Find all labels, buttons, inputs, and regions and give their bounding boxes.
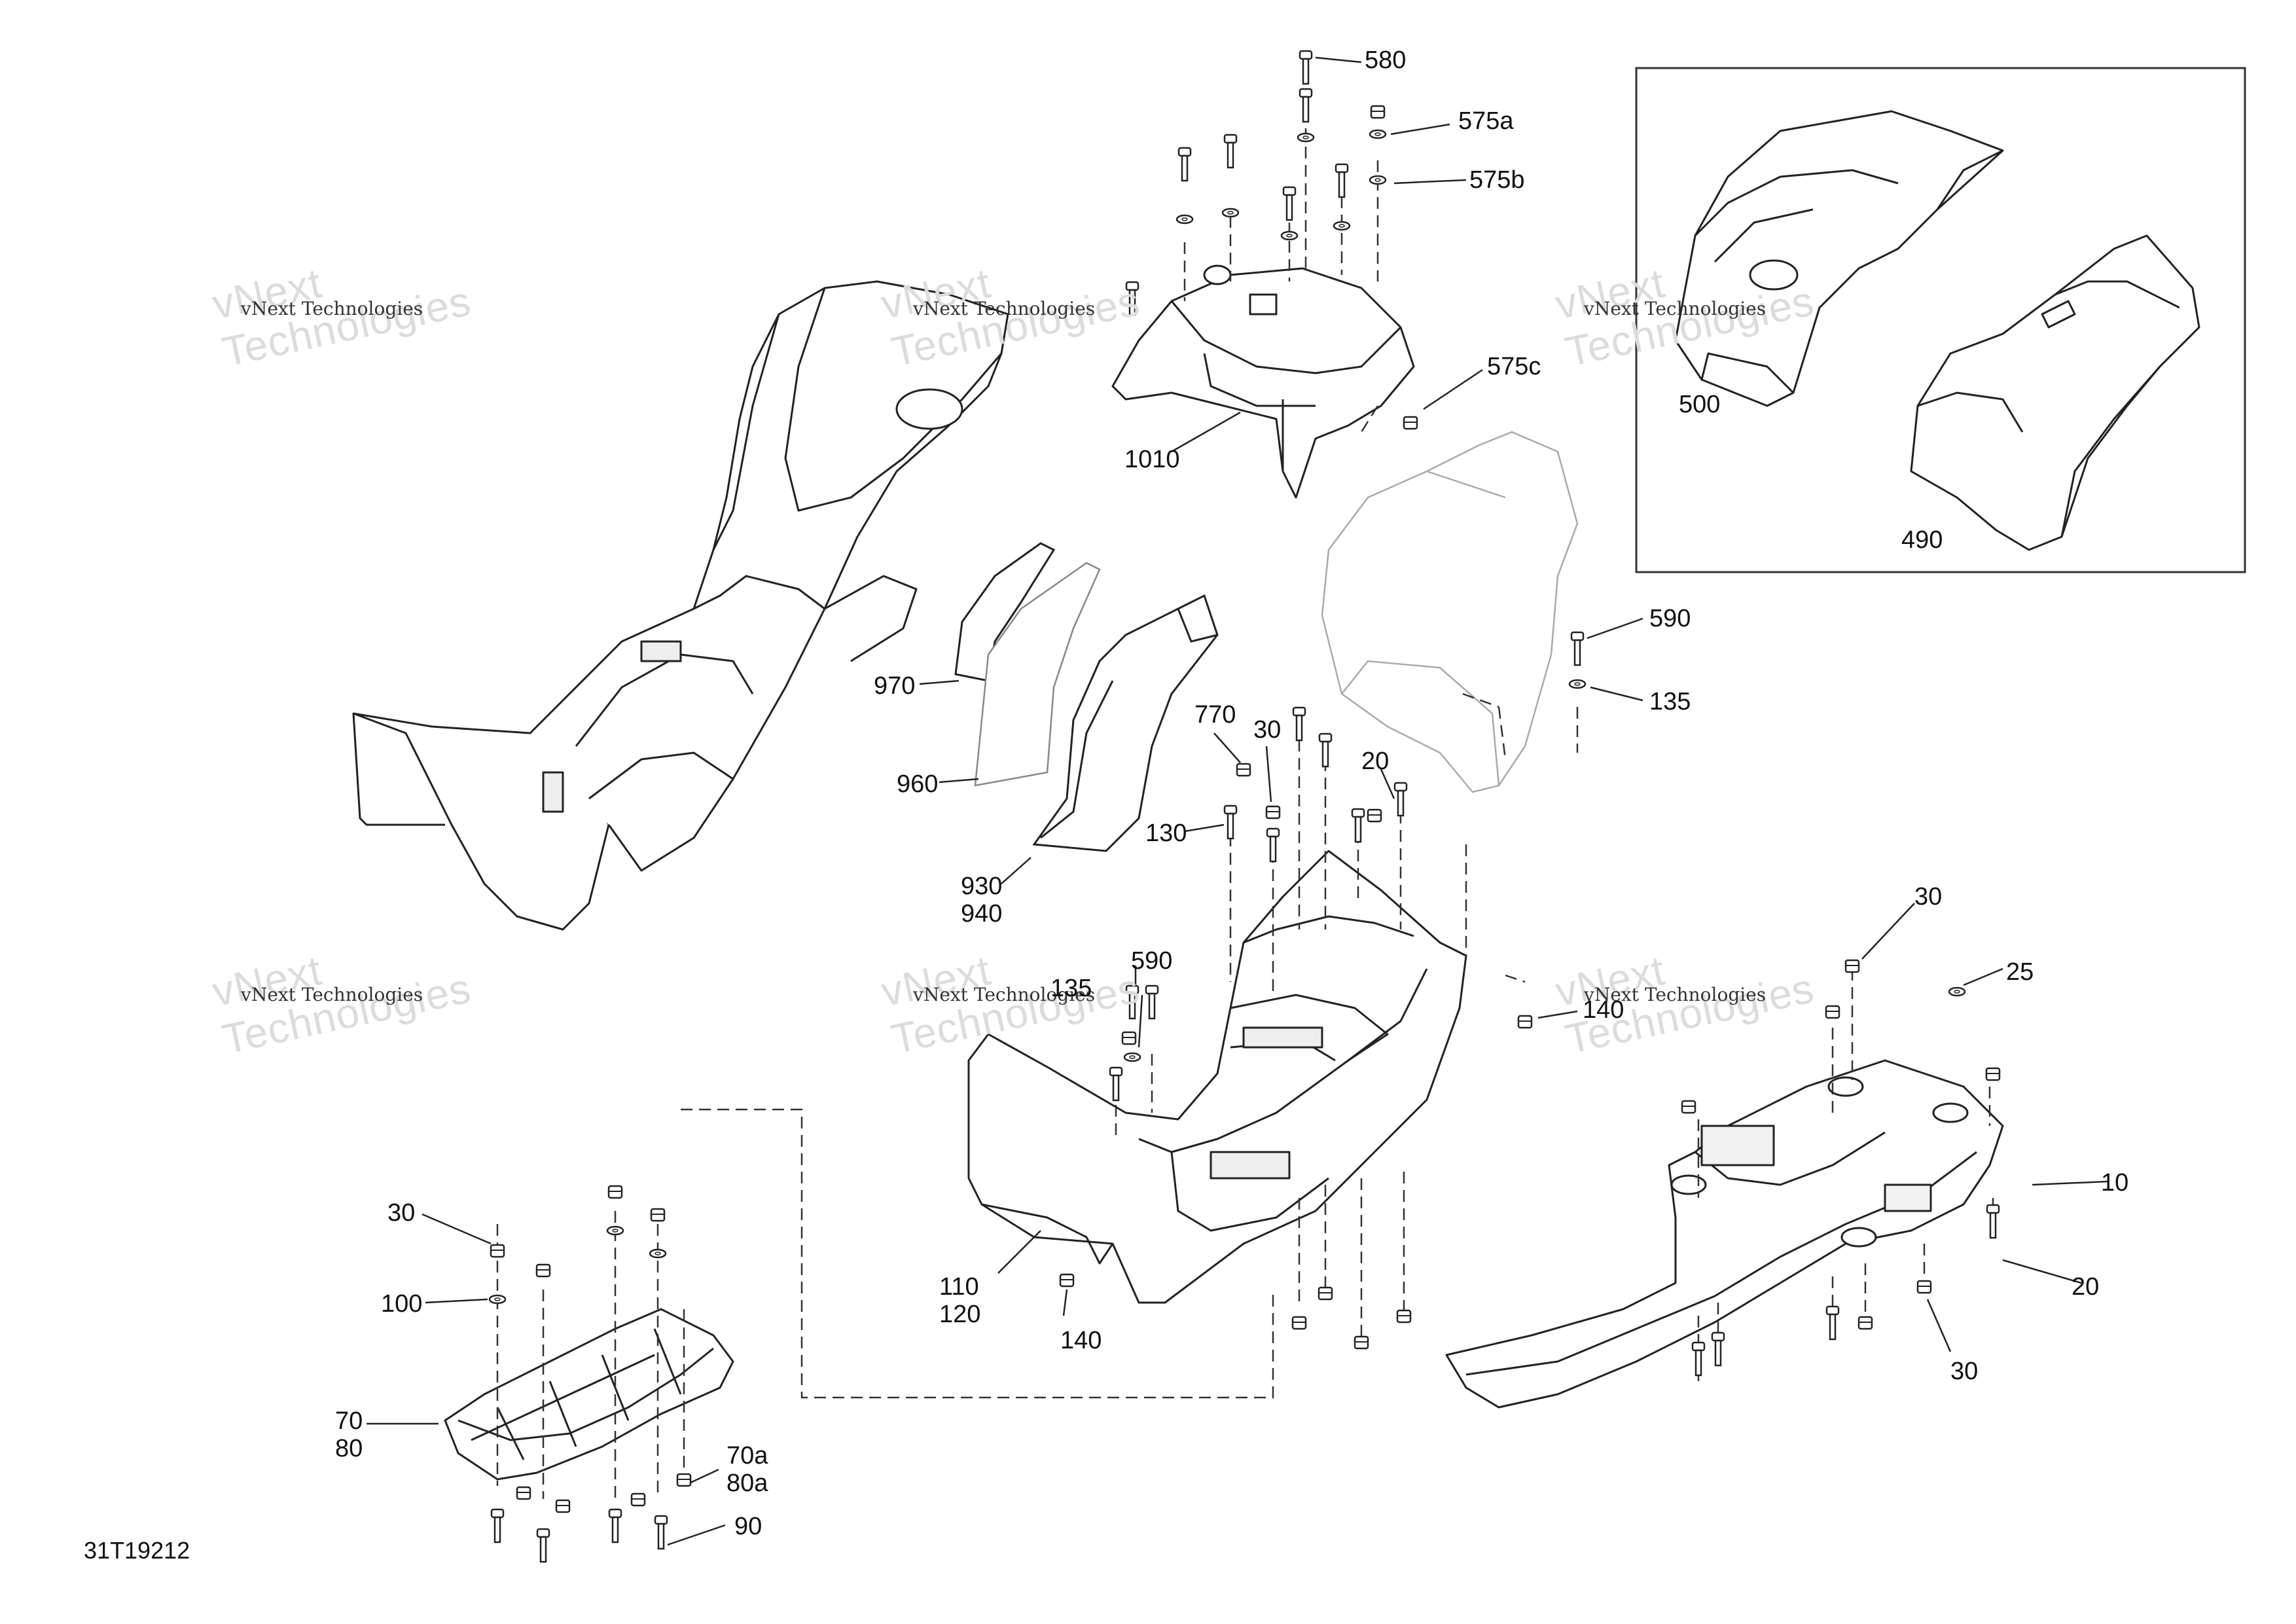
watermark-caption: vNext Technologies <box>1584 984 1767 1005</box>
callout-580: 580 <box>1365 46 1407 74</box>
callout-30-right-top: 30 <box>1914 883 1943 911</box>
callout-135-upper: 135 <box>1649 688 1691 715</box>
callout-140-lower: 140 <box>1060 1327 1102 1354</box>
part-960-panel-shape <box>974 562 1101 787</box>
watermark-caption: vNext Technologies <box>1584 298 1767 319</box>
callout-960: 960 <box>897 770 939 798</box>
watermark-caption: vNext Technologies <box>241 298 423 319</box>
part-490-fender-shape <box>1910 234 2200 551</box>
watermark-caption: vNext Technologies <box>913 984 1096 1005</box>
leader-lines <box>367 56 2108 1546</box>
drawing-code: 31T19212 <box>84 1537 190 1564</box>
rear-body-assembly-shape <box>352 280 1009 931</box>
callout-575a: 575a <box>1458 107 1514 135</box>
callout-70a-80a: 70a 80a <box>726 1442 768 1497</box>
callout-590-upper: 590 <box>1649 605 1691 632</box>
callout-575c: 575c <box>1487 353 1541 380</box>
part-10-skid-plate-shape <box>1445 1059 2004 1409</box>
part-1010-bracket-shape <box>1111 264 1415 499</box>
callout-500: 500 <box>1679 391 1721 418</box>
callout-70-80: 70 80 <box>335 1407 363 1462</box>
callout-20-lower: 20 <box>2072 1273 2100 1301</box>
callout-110-120: 110 120 <box>939 1273 981 1328</box>
callout-770: 770 <box>1194 701 1236 729</box>
callout-970: 970 <box>874 672 916 700</box>
callout-575b: 575b <box>1469 166 1525 194</box>
watermark-caption: vNext Technologies <box>241 984 423 1005</box>
callout-490: 490 <box>1901 526 1943 554</box>
callout-30-left: 30 <box>387 1199 416 1227</box>
callout-30-upper: 30 <box>1253 716 1282 744</box>
callout-140-right: 140 <box>1583 996 1624 1024</box>
watermark-caption: vNext Technologies <box>913 298 1096 319</box>
callout-90: 90 <box>734 1513 762 1540</box>
inset-frame <box>1635 67 2246 573</box>
callout-100: 100 <box>381 1290 423 1318</box>
callout-20-upper: 20 <box>1361 748 1390 775</box>
callout-25: 25 <box>2006 958 2034 986</box>
alignment-dash-lines <box>496 92 1994 1499</box>
callout-930-940: 930 940 <box>961 873 1003 928</box>
part-70-footrest-shape <box>444 1308 734 1481</box>
callout-590-lower: 590 <box>1131 947 1173 975</box>
callout-30-right-bottom: 30 <box>1950 1358 1979 1385</box>
part-500-fender-shape <box>1674 110 2004 407</box>
callout-10: 10 <box>2101 1169 2129 1197</box>
ghost-fender-shape <box>1321 431 1579 793</box>
callout-130: 130 <box>1145 820 1187 847</box>
callout-1010: 1010 <box>1124 446 1180 473</box>
footwell-floor-shape <box>967 850 1467 1304</box>
part-930-side-panel-shape <box>1032 594 1219 852</box>
callout-135-lower: 135 <box>1050 975 1092 1002</box>
